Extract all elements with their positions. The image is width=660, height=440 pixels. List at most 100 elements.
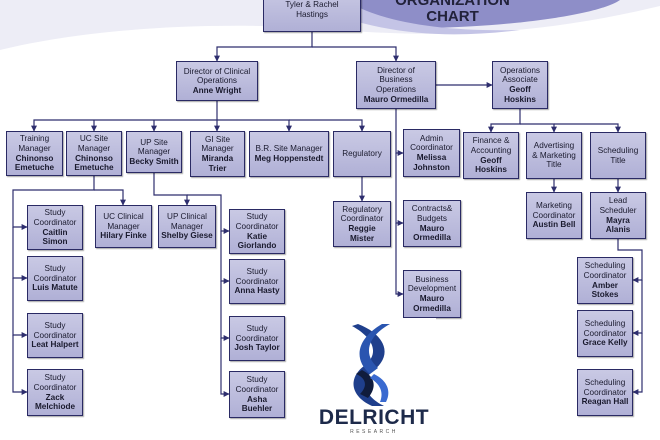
connector-dir-clinical-to-br-site-manager — [217, 119, 292, 132]
box-title-line: Scheduling — [584, 378, 626, 388]
box-person-name: Mauro — [419, 223, 445, 233]
box-person-name: Stokes — [591, 290, 619, 300]
connector-uc-site-manager-to-sc-leat — [12, 278, 28, 338]
box-title-line: & Marketing — [532, 150, 576, 160]
box-person-name: Emetuche — [74, 163, 114, 173]
box-title-line: Coordinator — [33, 330, 77, 340]
connector-uc-site-manager-to-sc-caitlin — [12, 176, 95, 230]
box-title-line: UP Site — [140, 137, 168, 147]
connector-lead-scheduler-to-sched-reagan — [632, 333, 643, 395]
box-person-name: Trier — [208, 163, 227, 173]
box-person-name: Hoskins — [504, 94, 536, 104]
box-title-line: Manager — [201, 144, 234, 154]
box-title-line: Coordinator — [410, 143, 453, 153]
box-person-name: Ormedilla — [413, 303, 451, 313]
box-person-name: Chinonso — [15, 153, 54, 163]
box-title-line: UC Clinical — [103, 212, 144, 222]
box-person-name: Zack — [45, 392, 65, 402]
connector-ops-associate-to-finance-accounting — [488, 109, 521, 133]
box-title-line: Coordinator — [235, 221, 279, 231]
box-person-name: Buehler — [241, 404, 273, 414]
box-title-line: Scheduling — [584, 319, 626, 329]
box-person-name: Geoff — [509, 85, 531, 94]
box-person-name: Reagan Hall — [581, 397, 629, 407]
box-title-line: Title — [546, 160, 562, 170]
delricht-logo: DELRICHT RESEARCH — [312, 318, 436, 440]
box-title-line: Study — [44, 208, 66, 218]
box-title-line: Coordinator — [583, 270, 627, 280]
box-person-name: Mister — [349, 233, 375, 243]
connector-dir-business-to-contracts-budgets — [395, 153, 404, 226]
connector-uc-site-manager-to-uc-clinical-manager — [94, 189, 126, 206]
box-person-name: Geoff — [480, 155, 502, 165]
box-person-name: Caitlin — [42, 227, 68, 237]
connector-up-site-manager-to-up-clinical-manager — [153, 173, 190, 206]
box-title-line: Study — [246, 324, 268, 334]
box-person-name: Becky Smith — [129, 156, 179, 166]
box-title-line: Operations — [375, 85, 417, 94]
box-person-name: Miranda — [201, 154, 234, 163]
box-title-line: Study — [44, 321, 66, 331]
connector-dir-business-to-business-development — [395, 223, 404, 297]
box-person-name: Austin Bell — [532, 220, 576, 230]
connector-dir-clinical-to-training-manager — [31, 101, 218, 132]
box-title-line: Training — [19, 134, 50, 144]
logo-wordmark: DELRICHT — [318, 406, 430, 429]
box-person-name: Emetuche — [14, 163, 55, 173]
connector-lead-scheduler-to-sched-amber — [617, 239, 643, 283]
box-title-line: GI Site — [204, 134, 231, 144]
box-person-name: Melchiode — [34, 402, 76, 412]
box-title-line: Marketing — [536, 201, 572, 211]
box-title-line: Advertising — [533, 141, 575, 151]
box-person-name: Meg Hoppenstedt — [254, 154, 324, 163]
box-title-line: Operations — [196, 76, 238, 86]
box-person-name: Reggie — [348, 224, 376, 233]
box-title-line: Regulatory — [342, 204, 382, 214]
connector-ops-associate-to-advertising-marketing — [520, 123, 557, 133]
box-title-line: Director of — [377, 65, 415, 75]
box-title-line: Business — [379, 75, 413, 85]
box-person-name: Anne Wright — [192, 85, 242, 95]
box-title-line: Study — [44, 373, 66, 383]
box-person-name: Shelby Giese — [161, 231, 213, 241]
box-title-line: Study — [246, 212, 268, 222]
box-title-line: Coordinator — [33, 382, 77, 392]
box-title-line: Study — [44, 264, 66, 274]
box-title-line: Budgets — [416, 213, 448, 223]
box-title-line: Scheduler — [599, 205, 637, 215]
connector-up-site-manager-to-sc-anna — [220, 231, 230, 284]
box-title-line: Scheduling — [597, 145, 639, 155]
connector-lead-scheduler-to-sched-grace — [632, 280, 643, 336]
connector-dir-business-to-admin-coordinator — [395, 109, 404, 156]
box-person-name: Ormedilla — [413, 233, 451, 243]
box-person-name: Chinonso — [75, 153, 113, 163]
box-person-name: Amber — [592, 280, 618, 290]
connector-dir-clinical-to-regulatory — [289, 119, 365, 132]
logo-subtext: RESEARCH — [350, 429, 398, 435]
delricht-helix-logo-icon — [352, 324, 390, 406]
box-title-line: Regulatory — [342, 149, 382, 159]
